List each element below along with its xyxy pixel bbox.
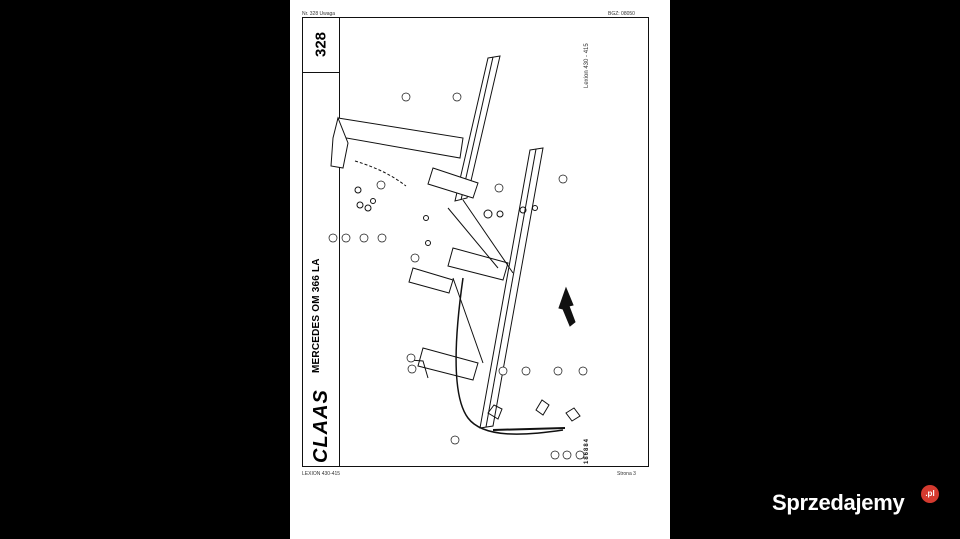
watermark-badge: .pl <box>921 485 939 503</box>
header-left: Nr. 328 Uwaga <box>302 11 336 17</box>
page-number-box: 328 <box>303 18 340 73</box>
watermark-logo: Sprzedajemy <box>772 490 905 515</box>
header-right: BGZ: 08050 <box>608 11 635 17</box>
drawing-frame: 328 MERCEDES OM 366 LA CLAAS Lexion 430 … <box>302 17 649 467</box>
footer-left: LEXION 430-415 <box>302 471 341 477</box>
exploded-parts-diagram <box>328 55 588 460</box>
footer-right: Strona 3 <box>617 471 636 477</box>
catalog-page: Nr. 328 Uwaga BGZ: 08050 328 MERCEDES OM… <box>290 0 670 539</box>
